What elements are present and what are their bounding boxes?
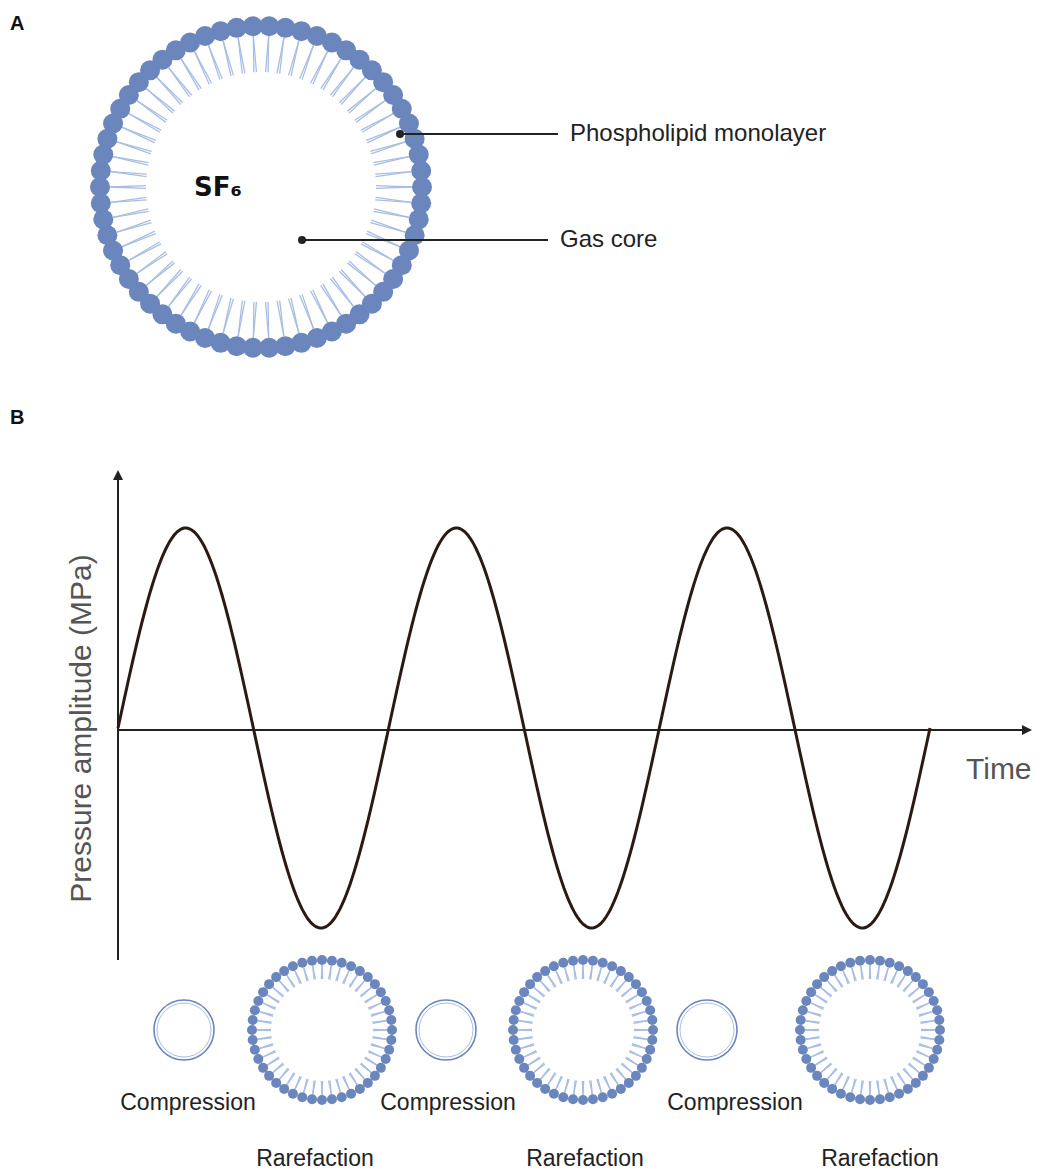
bubble-row — [154, 955, 945, 1105]
leader-lines — [0, 0, 1047, 400]
phase-label: Rarefaction — [821, 1146, 939, 1171]
pressure-wave — [118, 528, 930, 928]
part-name: Gas core — [560, 226, 657, 252]
panel-letter: B — [10, 406, 24, 428]
phase-label: Rarefaction — [256, 1146, 374, 1171]
phase-label: Rarefaction — [526, 1146, 644, 1171]
microbubble-outline — [88, 14, 434, 360]
axis-title: Time — [966, 752, 1032, 785]
phase-label: Compression — [380, 1090, 516, 1115]
panel-letter: A — [10, 12, 24, 34]
y-axis — [117, 472, 119, 960]
gas-label: SF₆ — [194, 172, 242, 202]
part-name: Phospholipid monolayer — [570, 120, 826, 146]
phase-label: Compression — [667, 1090, 803, 1115]
microbubble: SF₆ — [88, 14, 434, 360]
axis-title: Pressure amplitude (MPa) — [64, 554, 97, 902]
phase-label: Compression — [120, 1090, 256, 1115]
